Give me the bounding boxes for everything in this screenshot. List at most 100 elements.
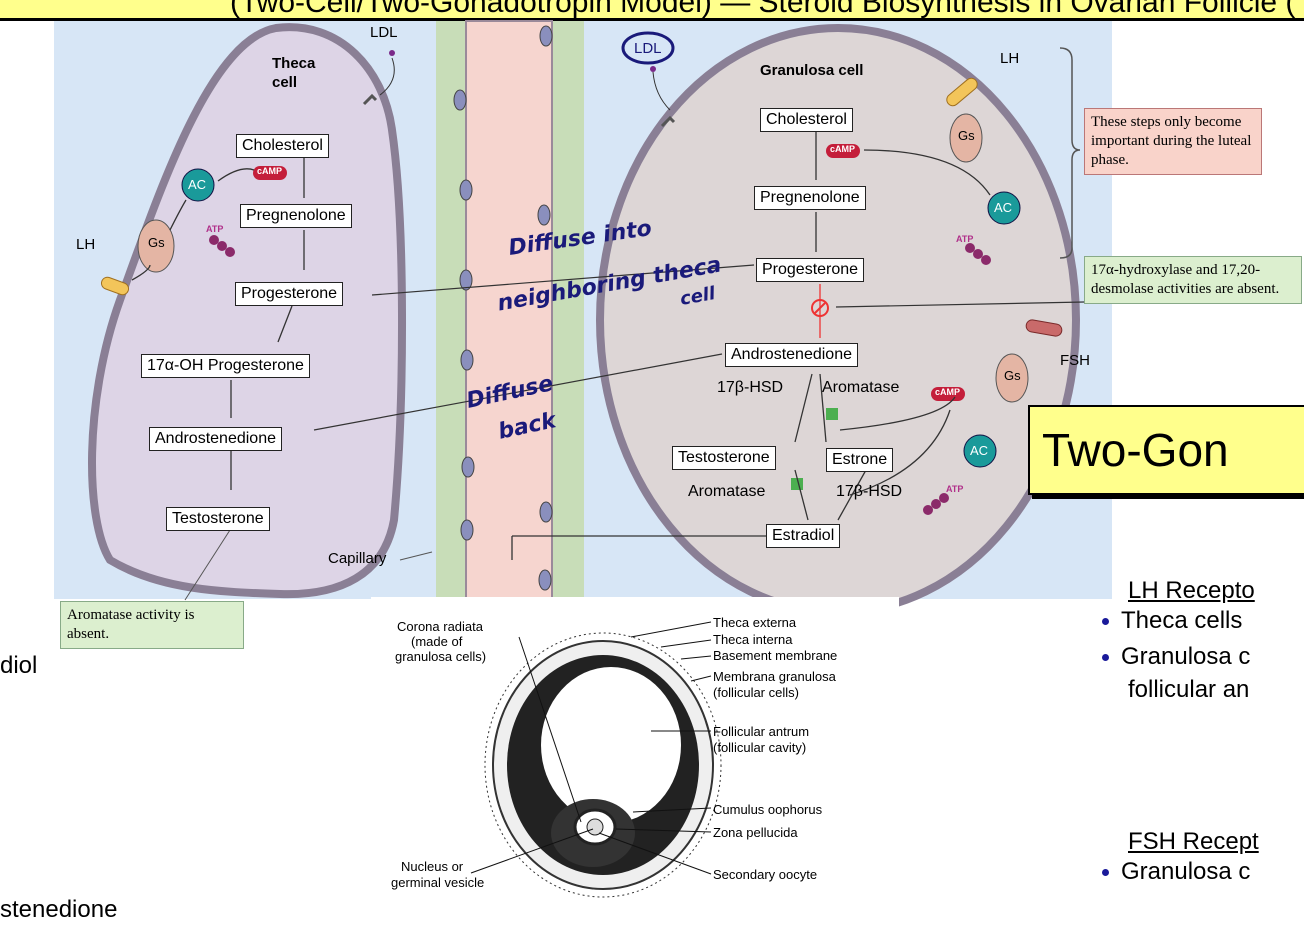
label-theca-interna: Theca interna xyxy=(713,632,793,647)
theca-lh-receptor xyxy=(100,276,130,296)
granulosa-gs-lh-label: Gs xyxy=(958,128,975,143)
lh-item-granulosa: Granulosa c xyxy=(1102,643,1250,671)
theca-lh-label: LH xyxy=(76,236,96,253)
theca-gs-protein xyxy=(137,219,175,273)
granulosa-ac-lh xyxy=(987,191,1021,225)
fsh-item-granulosa-text: Granulosa c xyxy=(1121,858,1251,885)
label-germinal-vesicle: germinal vesicle xyxy=(391,875,485,890)
label-membrana-granulosa: Membrana granulosa xyxy=(713,669,836,684)
theca-camp-label: cAMP xyxy=(257,166,283,176)
theca-step-pregnenolone: Pregnenolone xyxy=(240,204,352,228)
label-follicular-cells: (follicular cells) xyxy=(713,685,799,700)
secondary-oocyte xyxy=(586,818,604,836)
granulosa-gs-lh xyxy=(949,113,983,163)
theca-camp-badge xyxy=(253,166,287,180)
theca-atp-label: ATP xyxy=(206,224,224,234)
enzyme-aromatase-a: Aromatase xyxy=(822,379,900,396)
label-theca-externa: Theca externa xyxy=(713,615,797,630)
top-banner: (Two-Cell/Two-Gonadotropin Model) — Ster… xyxy=(0,0,1304,21)
top-banner-text: (Two-Cell/Two-Gonadotropin Model) — Ster… xyxy=(230,0,1296,19)
diffusion-lines xyxy=(313,264,1085,431)
granulosa-ac-fsh-label: AC xyxy=(970,443,989,458)
label-granulosa-cells: granulosa cells) xyxy=(395,649,487,664)
granulosa-step-estradiol: Estradiol xyxy=(766,524,841,548)
theca-arrows xyxy=(131,158,305,490)
theca-step-17oh-progesterone: 17α-OH Progesterone xyxy=(141,354,310,378)
luteal-bracket xyxy=(1059,47,1081,259)
lh-item-theca-text: Theca cells xyxy=(1121,607,1243,634)
label-basement-membrane: Basement membrane xyxy=(713,648,838,663)
enzymes-absent-note: 17α-hydroxylase and 17,20-desmolase acti… xyxy=(1084,256,1302,304)
lh-item-follicular: follicular an xyxy=(1128,676,1250,703)
granulosa-atp-top xyxy=(965,243,991,265)
label-zona-pellucida: Zona pellucida xyxy=(713,825,798,840)
label-nucleus-or: Nucleus or xyxy=(401,859,464,874)
follicle-drawing xyxy=(470,621,722,898)
granulosa-atp-label-bottom: ATP xyxy=(946,484,964,494)
capillary-label: Capillary xyxy=(328,550,387,567)
label-corona-radiata: Corona radiata xyxy=(397,619,483,634)
follicle-leader-lines xyxy=(470,621,712,875)
aromatase-absent-note: Aromatase activity is absent. xyxy=(60,601,244,649)
fsh-item-granulosa: Granulosa c xyxy=(1102,858,1250,886)
theca-ac-enzyme xyxy=(181,168,215,202)
granulosa-lh-receptor xyxy=(946,77,978,107)
left-cut-text-1: diol xyxy=(0,652,38,679)
bullet-icon xyxy=(1102,869,1109,877)
theca-externa-ring xyxy=(484,632,722,898)
theca-step-testosterone: Testosterone xyxy=(166,507,270,531)
theca-step-cholesterol: Cholesterol xyxy=(236,134,329,158)
granulosa-camp-badge-top xyxy=(826,144,860,158)
left-cut-text-2: stenedione xyxy=(0,896,118,923)
granulosa-ac-lh-label: AC xyxy=(994,200,1013,215)
lh-item-granulosa-text: Granulosa c xyxy=(1121,643,1251,670)
aromatase-plus-icon-a xyxy=(826,408,838,420)
granulosa-step-androstenedione: Androstenedione xyxy=(725,343,858,367)
granulosa-camp-label-top: cAMP xyxy=(830,144,856,154)
aromatase-note-pointer xyxy=(184,529,231,601)
bullet-icon xyxy=(1102,618,1109,626)
granulosa-gs-fsh-label: Gs xyxy=(1004,368,1021,383)
granulosa-gs-fsh xyxy=(995,353,1029,403)
slide-title: Two-Gon xyxy=(1042,424,1229,476)
theca-ldl-receptor xyxy=(362,50,395,106)
theca-cell-body xyxy=(88,23,406,599)
follicular-antrum xyxy=(541,667,681,823)
lh-receptor-heading: LH Recepto xyxy=(1128,577,1255,604)
theca-step-progesterone: Progesterone xyxy=(235,282,344,306)
enzyme-aromatase-b: Aromatase xyxy=(688,483,766,500)
ldl-circle-ink xyxy=(621,31,675,65)
granulosa-fsh-receptor xyxy=(1025,319,1063,337)
capillary-nuclei xyxy=(453,25,553,591)
label-made-of: (made of xyxy=(411,634,463,649)
bullet-icon xyxy=(1102,654,1109,662)
enzyme-17b-hsd-a: 17β-HSD xyxy=(717,379,784,396)
granulosa-step-progesterone: Progesterone xyxy=(756,258,865,282)
theca-step-androstenedione: Androstenedione xyxy=(149,427,282,451)
granulosa-arrows xyxy=(511,132,991,560)
label-secondary-oocyte: Secondary oocyte xyxy=(713,867,818,882)
theca-atp-molecule xyxy=(209,235,235,257)
capillary-pointer xyxy=(399,551,433,561)
granulosa-atp-label-top: ATP xyxy=(956,234,974,244)
label-cumulus-oophorus: Cumulus oophorus xyxy=(713,802,823,817)
granulosa-step-estrone: Estrone xyxy=(826,448,894,472)
slide-title-box: Two-Gon xyxy=(1028,405,1304,495)
granulosa-fsh-label: FSH xyxy=(1060,352,1090,369)
granulosa-step-cholesterol: Cholesterol xyxy=(760,108,853,132)
label-follicular-antrum: Follicular antrum xyxy=(713,724,810,739)
theca-gs-label: Gs xyxy=(148,235,165,250)
granulosa-ldl-label: LDL xyxy=(634,40,662,57)
label-follicular-cavity: (follicular cavity) xyxy=(713,740,807,755)
theca-ldl-label: LDL xyxy=(370,24,398,41)
granulosa-atp-bottom xyxy=(923,493,949,515)
theca-cell-title: Theca cell xyxy=(272,55,316,91)
enzyme-17b-hsd-b: 17β-HSD xyxy=(836,483,903,500)
granulosa-camp-badge-bottom xyxy=(931,387,965,401)
granulosa-camp-label-bottom: cAMP xyxy=(935,387,961,397)
granulosa-ac-fsh xyxy=(963,434,997,468)
granulosa-lh-label: LH xyxy=(1000,50,1020,67)
theca-ac-label: AC xyxy=(188,177,207,192)
fsh-receptor-heading: FSH Recept xyxy=(1128,828,1259,855)
luteal-phase-note: These steps only become important during… xyxy=(1084,108,1262,175)
